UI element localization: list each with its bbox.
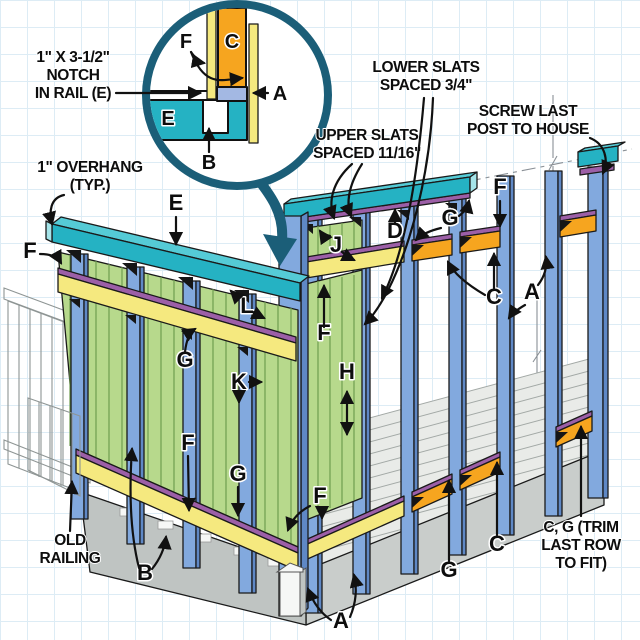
label-f-bottom-left: F bbox=[181, 430, 194, 455]
callout-lower-slats-1: LOWER SLATS bbox=[372, 59, 479, 76]
label-c-mid-right: C bbox=[486, 284, 502, 309]
label-f-corner: F bbox=[313, 483, 326, 508]
inset-label-a: A bbox=[273, 83, 287, 105]
inset-label-f: F bbox=[180, 31, 192, 53]
inset-rail-f-left bbox=[206, 8, 217, 100]
callout-old-railing-1: OLD bbox=[54, 532, 86, 549]
callout-old-railing-2: RAILING bbox=[40, 550, 101, 567]
part-labels: E D J L K H G G G G F F F F F bbox=[22, 173, 555, 635]
label-f-right: F bbox=[493, 174, 506, 199]
callout-trim-2: LAST ROW bbox=[541, 537, 621, 554]
label-g-mid-left: G bbox=[176, 347, 193, 372]
label-a-bottom: A bbox=[333, 608, 349, 633]
callout-upper-slats-1: UPPER SLATS bbox=[316, 127, 419, 144]
inset-contents bbox=[150, 8, 259, 144]
label-l-upper-spacing: L bbox=[240, 293, 253, 318]
inset-detail: F C A E B bbox=[142, 0, 332, 266]
callout-trim-1: C, G (TRIM bbox=[543, 519, 618, 536]
inset-post-a bbox=[216, 86, 248, 102]
callout-notch-3: IN RAIL (E) bbox=[35, 85, 111, 102]
callout-notch-1: 1" X 3-1/2" bbox=[36, 49, 109, 66]
callout-overhang-1: 1" OVERHANG bbox=[37, 159, 143, 176]
inset-label-b: B bbox=[202, 152, 216, 174]
label-c-bottom-right: C bbox=[489, 531, 505, 556]
callout-notch-2: NOTCH bbox=[46, 67, 99, 84]
label-h-slat: H bbox=[339, 359, 355, 384]
old-corner-post bbox=[275, 562, 307, 617]
callouts: 1" X 3-1/2" NOTCH IN RAIL (E) 1" OVERHAN… bbox=[34, 48, 623, 573]
label-j-upper-spacing: J bbox=[330, 232, 342, 257]
label-g-upper-right: G bbox=[441, 205, 458, 230]
label-d-back-rail: D bbox=[387, 218, 403, 243]
inset-label-e: E bbox=[161, 108, 174, 130]
callout-trim-3: TO FIT) bbox=[555, 555, 606, 572]
callout-lower-slats-2: SPACED 3/4" bbox=[380, 77, 472, 94]
old-railing-front bbox=[27, 397, 81, 497]
label-g-bottom-left: G bbox=[229, 461, 246, 486]
label-g-bottom-right: G bbox=[440, 557, 457, 582]
label-f-back-mid: F bbox=[317, 320, 330, 345]
callout-overhang-2: (TYP.) bbox=[70, 177, 111, 194]
callout-upper-slats-2: SPACED 11/16" bbox=[313, 145, 421, 162]
inset-notch bbox=[202, 99, 229, 134]
label-a-post-spacing: A bbox=[524, 279, 540, 304]
left-top-rail bbox=[45, 216, 310, 302]
callout-screw-post-1: SCREW LAST bbox=[479, 103, 578, 120]
label-f-left-end: F bbox=[23, 238, 36, 263]
label-e-top-rail: E bbox=[169, 190, 184, 215]
left-mid-rail bbox=[57, 267, 297, 362]
callout-screw-post-2: POST TO HOUSE bbox=[467, 121, 589, 138]
inset-rail-e bbox=[150, 99, 248, 141]
inset-pointer-arrow bbox=[263, 234, 297, 266]
label-b-posts: B bbox=[137, 560, 153, 585]
inset-label-c: C bbox=[225, 31, 239, 53]
inset-rail-f-right bbox=[248, 23, 259, 144]
label-k-slat: K bbox=[231, 369, 247, 394]
